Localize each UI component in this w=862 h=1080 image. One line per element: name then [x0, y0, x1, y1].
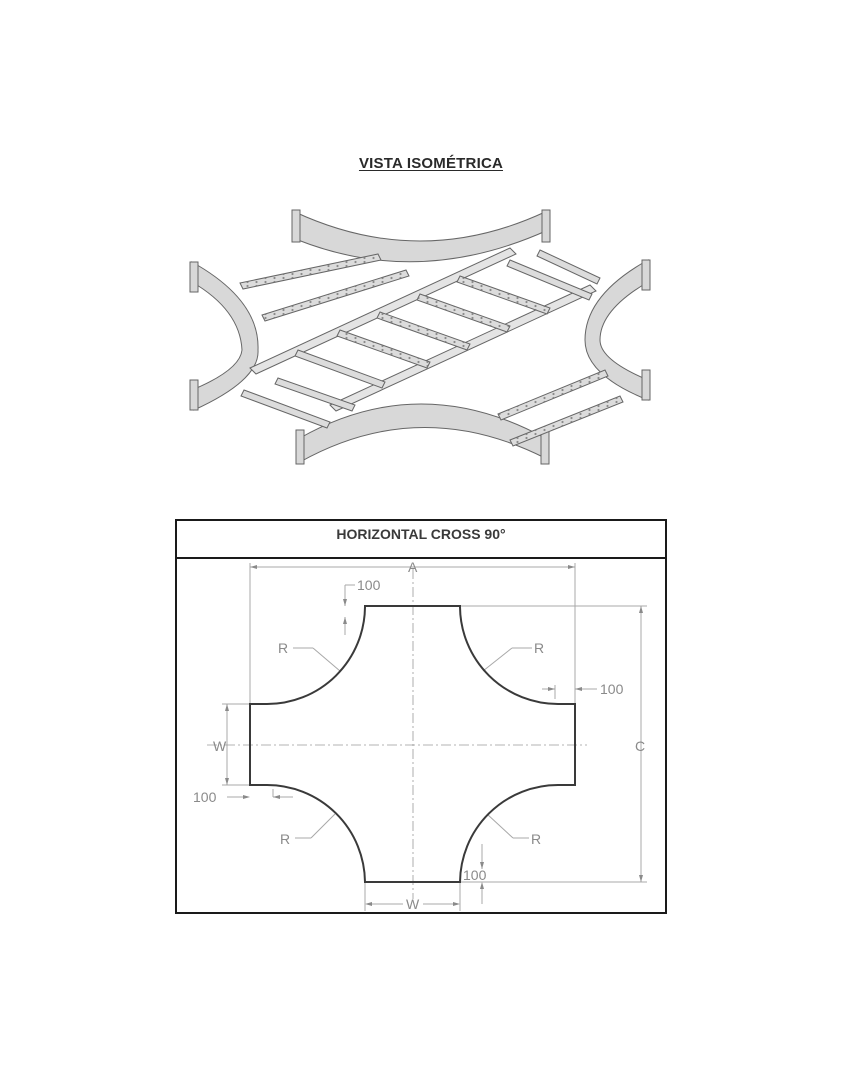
dim-label-100-right: 100	[600, 681, 624, 697]
dim-label-r-bottom-left: R	[280, 831, 290, 847]
isometric-view-title: VISTA ISOMÉTRICA	[0, 155, 862, 172]
plan-view-dimension-drawing: A 100 R R 100 C W 100 R R 100 W	[193, 559, 647, 912]
dim-label-100-bottom: 100	[463, 867, 487, 883]
horizontal-cross-spec-table: HORIZONTAL CROSS 90°	[175, 519, 667, 914]
cross-outline	[249, 605, 576, 883]
dim-label-r-top-left: R	[278, 640, 288, 656]
dim-label-a: A	[408, 559, 418, 575]
isometric-cable-tray-cross-drawing	[189, 209, 651, 465]
dim-label-100-top: 100	[357, 577, 381, 593]
dim-label-r-bottom-right: R	[531, 831, 541, 847]
dim-label-w-left: W	[213, 738, 227, 754]
isometric-view-title-text: VISTA ISOMÉTRICA	[358, 155, 504, 172]
dim-label-r-top-right: R	[534, 640, 544, 656]
dim-label-100-left: 100	[193, 789, 217, 805]
dim-label-w-bottom: W	[406, 896, 420, 912]
dim-label-c: C	[635, 738, 645, 754]
table-header: HORIZONTAL CROSS 90°	[177, 521, 665, 559]
